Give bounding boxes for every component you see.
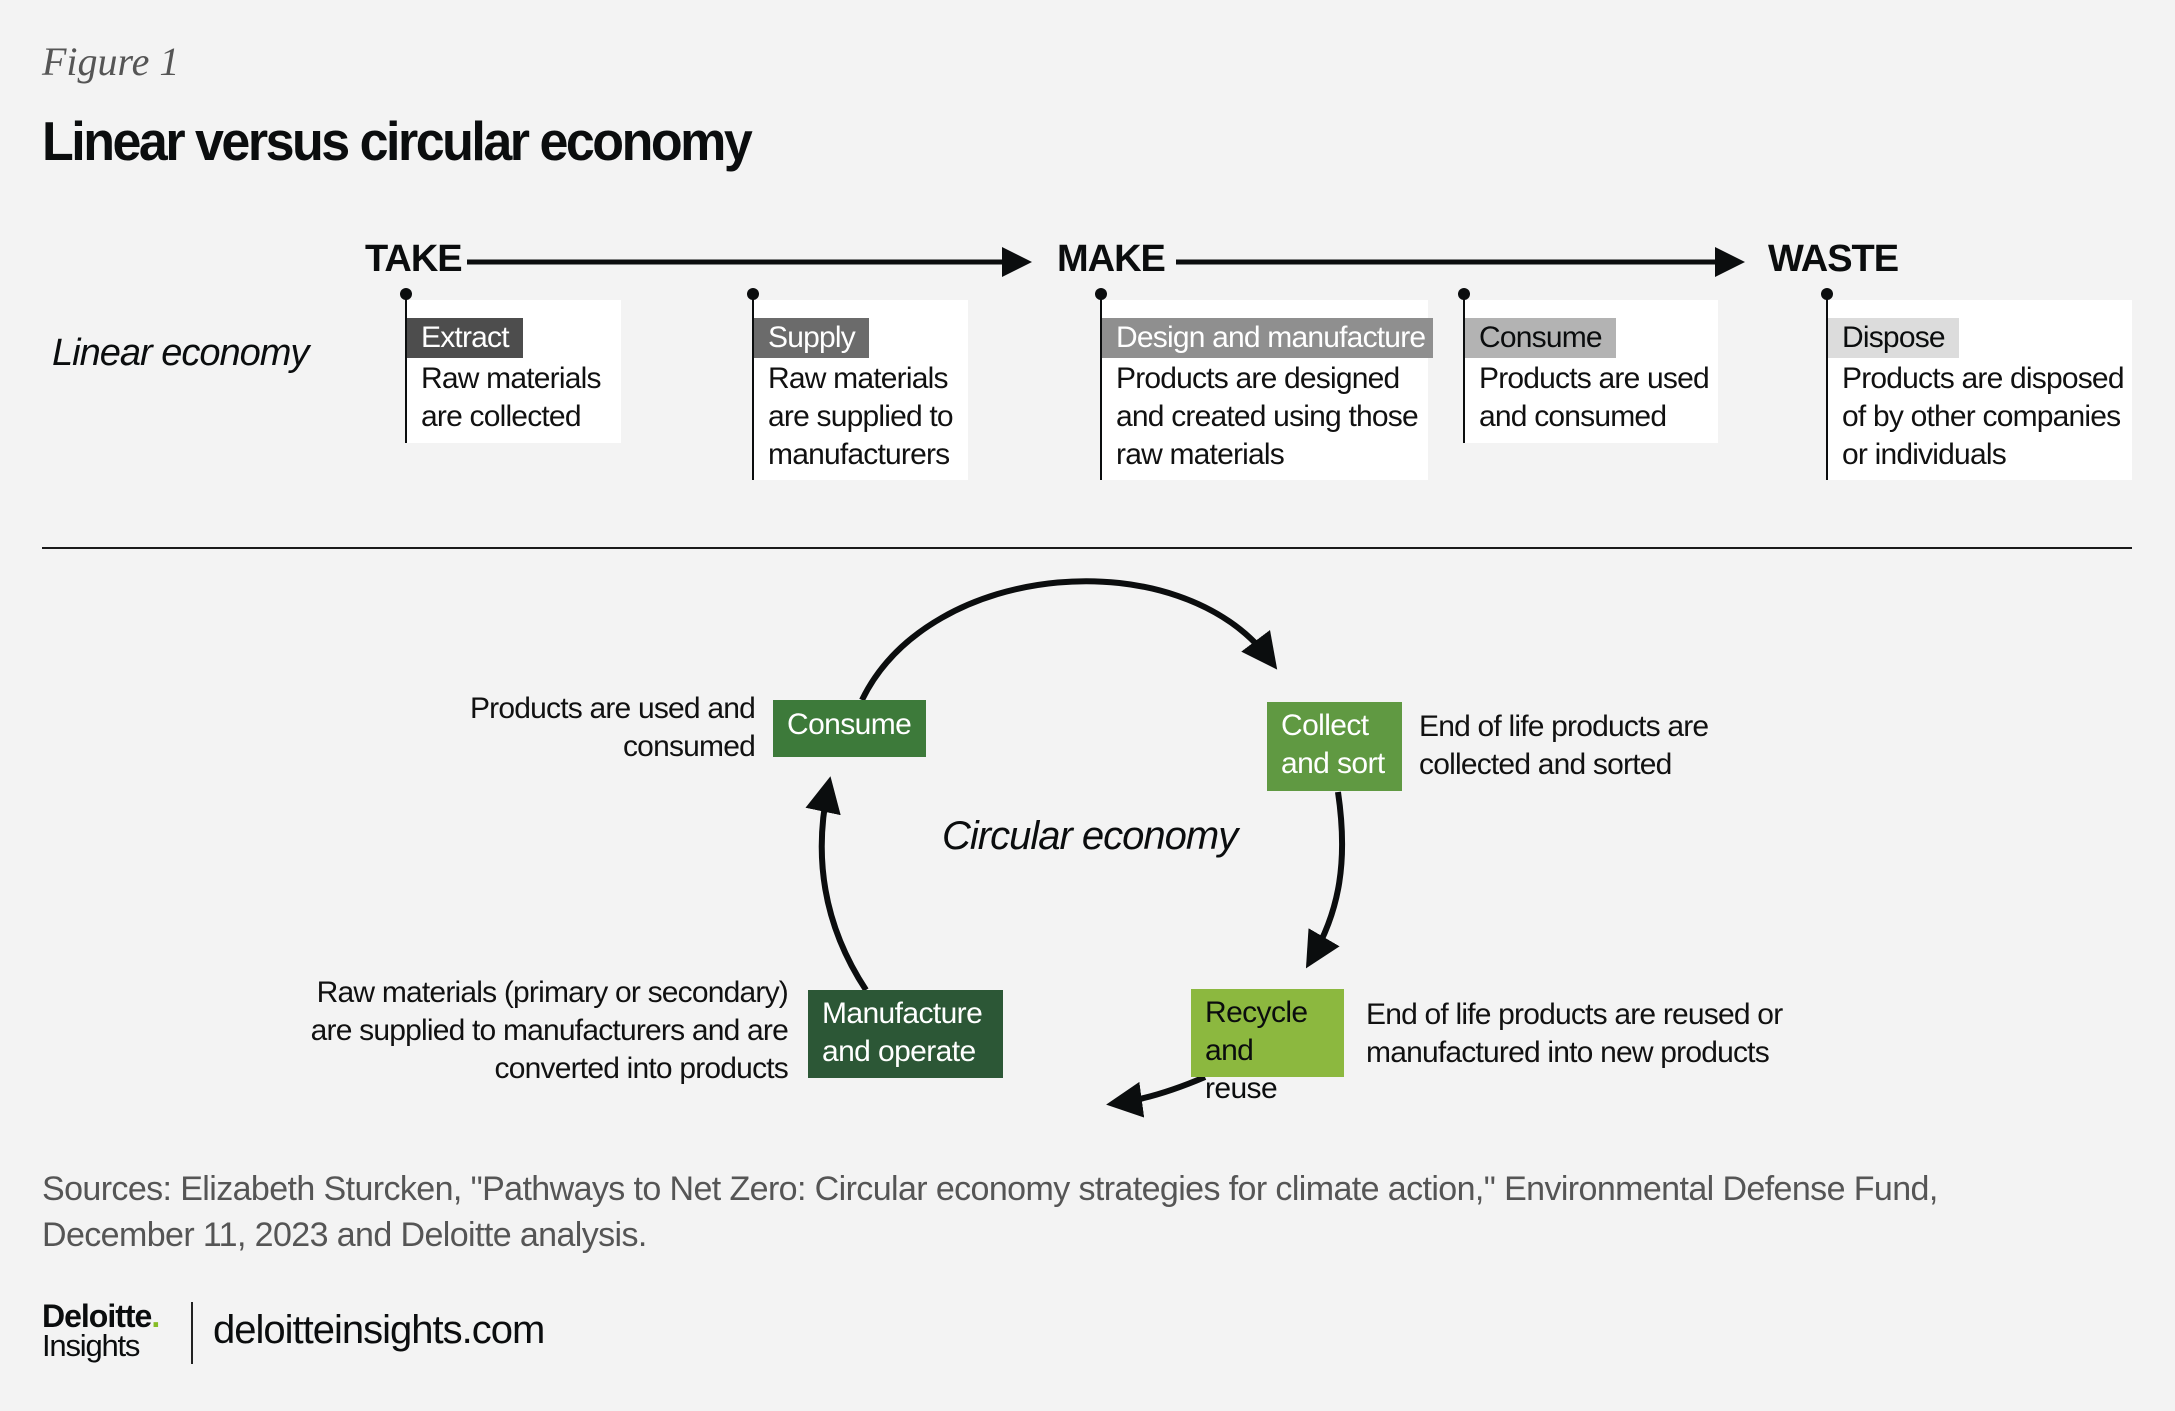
- logo-green-dot: .: [151, 1298, 160, 1334]
- node-manufacture-and-operate: Manufacture and operate: [808, 990, 1003, 1078]
- step-description: Raw materials are supplied to manufactur…: [768, 362, 954, 471]
- stage-waste: WASTE: [1768, 238, 1899, 280]
- node-recycle-description: End of life products are reused or manuf…: [1366, 998, 1783, 1069]
- recycle-to-manufacture-arrow: [1106, 1074, 1207, 1118]
- pin-dot-icon: [1458, 288, 1470, 300]
- logo-separator: [191, 1302, 193, 1364]
- collect-to-recycle-arrow: [1305, 791, 1346, 969]
- site-url-link[interactable]: deloitteinsights.com: [213, 1308, 545, 1352]
- step-pin: [752, 294, 754, 480]
- linear-economy-label: Linear economy: [52, 332, 309, 374]
- step-description: Products are used and consumed: [1479, 362, 1710, 433]
- stage-take: TAKE: [365, 238, 463, 280]
- consume-to-collect-arrow: [859, 578, 1278, 702]
- pin-dot-icon: [1821, 288, 1833, 300]
- step-pin: [405, 294, 407, 443]
- pin-dot-icon: [1095, 288, 1107, 300]
- step-tag: Consume: [1465, 318, 1616, 358]
- step-tag: Supply: [754, 318, 869, 358]
- step-tag: Design and manufacture: [1102, 318, 1434, 358]
- step-consume: Consume Products are used and consumed: [1458, 288, 1718, 443]
- step-pin: [1826, 294, 1828, 480]
- step-extract: Extract Raw materials are collected: [400, 288, 621, 443]
- step-supply: Supply Raw materials are supplied to man…: [747, 288, 968, 480]
- pin-dot-icon: [400, 288, 412, 300]
- logo-wordmark: Deloitte: [42, 1298, 152, 1334]
- step-tag: Extract: [407, 318, 523, 358]
- step-design-and-manufacture: Design and manufacture Products are desi…: [1095, 288, 1434, 480]
- node-collect-and-sort: Collect and sort: [1267, 702, 1402, 791]
- sources-note: Sources: Elizabeth Sturcken, "Pathways t…: [42, 1170, 1938, 1254]
- step-tag: Dispose: [1828, 318, 1959, 358]
- step-description: Products are disposed of by other compan…: [1842, 362, 2125, 471]
- node-manufacture-description: Raw materials (primary or secondary) are…: [310, 976, 789, 1085]
- circular-economy-label: Circular economy: [942, 814, 1238, 858]
- page-title: Linear versus circular economy: [42, 111, 753, 173]
- figure-label: Figure 1: [42, 39, 180, 84]
- node-collect-description: End of life products are collected and s…: [1419, 710, 1709, 781]
- deloitte-logo: Deloitte.: [42, 1298, 160, 1334]
- step-description: Raw materials are collected: [421, 362, 601, 433]
- pin-dot-icon: [747, 288, 759, 300]
- manufacture-to-consume-arrow: [805, 776, 869, 992]
- logo-insights: Insights: [42, 1328, 140, 1363]
- node-recycle-and-reuse: Recycle and reuse: [1191, 989, 1344, 1105]
- step-pin: [1463, 294, 1465, 443]
- step-description: Products are designed and created using …: [1116, 362, 1419, 471]
- node-consume-description: Products are used and consumed: [469, 692, 756, 763]
- circular-flow-arrows: [805, 578, 1346, 1118]
- step-dispose: Dispose Products are disposed of by othe…: [1821, 288, 2132, 480]
- stage-make: MAKE: [1057, 238, 1166, 280]
- step-pin: [1100, 294, 1102, 480]
- node-consume: Consume: [773, 700, 926, 757]
- section-divider: [42, 547, 2132, 549]
